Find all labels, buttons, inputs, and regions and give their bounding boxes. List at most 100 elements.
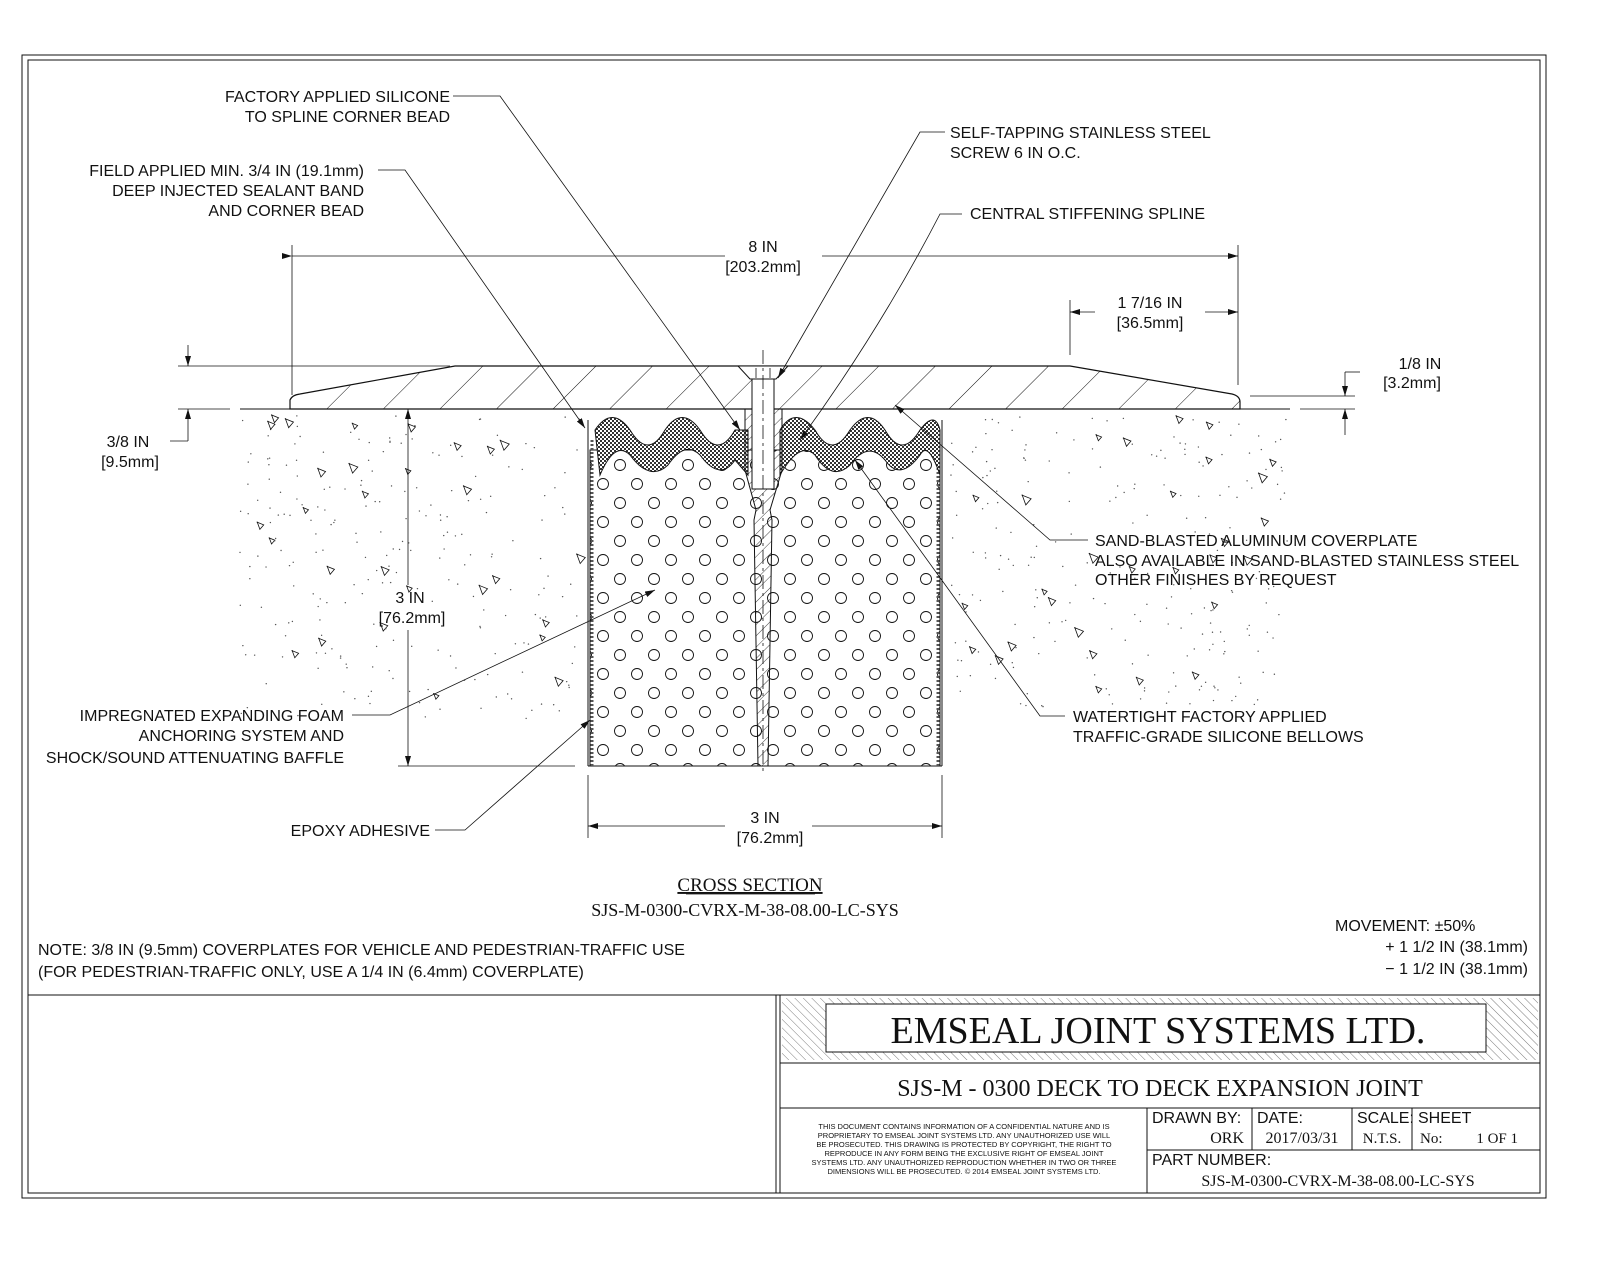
svg-text:THIS DOCUMENT CONTAINS INFORMA: THIS DOCUMENT CONTAINS INFORMATION OF A … (818, 1122, 1109, 1131)
callout-field-sealant: FIELD APPLIED MIN. 3/4 IN (19.1mm) DEEP … (89, 163, 586, 429)
title-block: EMSEAL JOINT SYSTEMS LTD. SJS-M - 0300 D… (780, 998, 1540, 1193)
movement-label: MOVEMENT: ±50% (1335, 918, 1475, 935)
section-title: CROSS SECTION (677, 875, 822, 896)
svg-text:[76.2mm]: [76.2mm] (737, 830, 804, 847)
svg-text:SCALE:: SCALE: (1357, 1110, 1414, 1127)
outer-border (21, 54, 1547, 1199)
aggregate-mark (1169, 490, 1177, 499)
svg-text:ORK: ORK (1210, 1130, 1244, 1147)
aggregate-mark (1088, 552, 1099, 565)
aggregate-mark (1041, 588, 1048, 596)
svg-text:TO SPLINE CORNER BEAD: TO SPLINE CORNER BEAD (245, 109, 450, 126)
aggregate-mark (961, 602, 969, 611)
svg-text:[9.5mm]: [9.5mm] (101, 454, 159, 471)
aggregate-mark (576, 553, 586, 565)
dimension-joint-width: 3 IN [76.2mm] (587, 775, 943, 847)
svg-text:3 IN: 3 IN (395, 590, 424, 607)
aggregate-mark (380, 566, 390, 577)
aggregate-mark (486, 445, 496, 455)
note-line-1: NOTE: 3/8 IN (9.5mm) COVERPLATES FOR VEH… (38, 942, 685, 959)
aggregate-mark (542, 619, 550, 628)
aggregate-mark (406, 585, 413, 593)
svg-text:AND CORNER BEAD: AND CORNER BEAD (208, 203, 364, 220)
svg-text:[203.2mm]: [203.2mm] (725, 259, 801, 276)
aggregate-mark (256, 521, 265, 531)
aggregate-mark (284, 418, 295, 429)
aggregate-mark (453, 442, 462, 452)
aggregate-mark (291, 650, 300, 659)
svg-text:1 OF 1: 1 OF 1 (1476, 1131, 1518, 1147)
svg-text:CENTRAL STIFFENING SPLINE: CENTRAL STIFFENING SPLINE (970, 206, 1205, 223)
aggregate-mark (351, 422, 359, 430)
dimension-plate-thickness: 3/8 IN [9.5mm] (101, 345, 450, 471)
dimension-taper: 1 7/16 IN [36.5mm] (1069, 295, 1238, 355)
stainless-screw (736, 350, 790, 775)
aggregate-mark (478, 584, 489, 596)
aggregate-mark (539, 634, 546, 642)
aggregate-mark (1175, 415, 1184, 425)
callout-epoxy: EPOXY ADHESIVE (291, 719, 591, 840)
aggregate-mark (1205, 456, 1213, 465)
aggregate-mark (1007, 641, 1017, 652)
aggregate-mark (348, 462, 359, 474)
aggregate-mark (318, 637, 327, 647)
svg-text:N.T.S.: N.T.S. (1363, 1131, 1401, 1147)
aggregate-mark (1095, 685, 1103, 694)
callout-coverplate: SAND-BLASTED ALUMINUM COVERPLATE ALSO AV… (894, 404, 1519, 589)
aggregate-mark (302, 507, 310, 515)
svg-text:ALSO AVAILABLE IN SAND-BLASTED: ALSO AVAILABLE IN SAND-BLASTED STAINLESS… (1095, 553, 1519, 570)
aggregate-mark (267, 420, 276, 431)
svg-text:2017/03/31: 2017/03/31 (1266, 1130, 1339, 1147)
aggregate-mark (1172, 566, 1180, 575)
aggregate-mark (1220, 537, 1230, 548)
concrete-substrate (239, 414, 1288, 720)
aggregate-mark (407, 423, 417, 433)
aggregate-mark (972, 494, 980, 503)
aggregate-mark (433, 692, 440, 701)
svg-text:3 IN: 3 IN (750, 810, 779, 827)
svg-text:DIMENSIONS WILL BE PROSECUTED.: DIMENSIONS WILL BE PROSECUTED. © 2014 EM… (827, 1167, 1100, 1176)
svg-text:3/8 IN: 3/8 IN (107, 434, 150, 451)
aggregate-mark (1191, 671, 1200, 681)
dimension-depth: 3 IN [76.2mm] (379, 409, 575, 767)
dimension-overall-width: 8 IN [203.2mm] (282, 239, 1239, 395)
aggregate-mark (361, 490, 370, 499)
svg-text:No:: No: (1420, 1131, 1443, 1147)
aggregate-mark (1209, 554, 1218, 564)
svg-text:SYSTEMS LTD. ANY UNAUTHORIZED: SYSTEMS LTD. ANY UNAUTHORIZED REPRODUCTI… (812, 1158, 1117, 1167)
callout-bellows: WATERTIGHT FACTORY APPLIED TRAFFIC-GRADE… (854, 459, 1364, 746)
aggregate-mark (326, 565, 336, 576)
note-line-2: (FOR PEDESTRIAN-TRAFFIC ONLY, USE A 1/4 … (38, 964, 584, 981)
svg-text:DEEP INJECTED SEALANT BAND: DEEP INJECTED SEALANT BAND (112, 183, 364, 200)
callout-screw: SELF-TAPPING STAINLESS STEEL SCREW 6 IN … (777, 125, 1211, 379)
svg-text:SHEET: SHEET (1418, 1110, 1472, 1127)
svg-text:SHOCK/SOUND ATTENUATING BAFFLE: SHOCK/SOUND ATTENUATING BAFFLE (46, 750, 344, 767)
svg-text:SAND-BLASTED ALUMINUM COVERPLA: SAND-BLASTED ALUMINUM COVERPLATE (1095, 533, 1417, 550)
svg-text:[36.5mm]: [36.5mm] (1117, 315, 1184, 332)
svg-text:FIELD APPLIED MIN. 3/4 IN (19.: FIELD APPLIED MIN. 3/4 IN (19.1mm) (89, 163, 364, 180)
callout-spline: CENTRAL STIFFENING SPLINE (799, 206, 1205, 441)
svg-text:TRAFFIC-GRADE SILICONE BELLOWS: TRAFFIC-GRADE SILICONE BELLOWS (1073, 729, 1364, 746)
aggregate-mark (1243, 555, 1253, 566)
callout-foam: IMPREGNATED EXPANDING FOAM ANCHORING SYS… (46, 589, 656, 767)
section-code: SJS-M-0300-CVRX-M-38-08.00-LC-SYS (591, 900, 899, 920)
silicone-bellows-right (779, 417, 941, 477)
central-stiffening-spline (744, 408, 783, 767)
svg-text:OTHER FINISHES BY REQUEST: OTHER FINISHES BY REQUEST (1095, 572, 1337, 589)
aggregate-mark (1211, 601, 1219, 610)
aggregate-mark (554, 676, 564, 687)
svg-text:DATE:: DATE: (1257, 1110, 1303, 1127)
company-name: EMSEAL JOINT SYSTEMS LTD. (891, 1010, 1426, 1052)
inner-border (27, 59, 1541, 1194)
aggregate-mark (1260, 517, 1270, 527)
svg-text:ANCHORING SYSTEM AND: ANCHORING SYSTEM AND (139, 728, 344, 745)
dimension-edge: 1/8 IN [3.2mm] (1250, 356, 1441, 435)
aggregate-mark (1074, 627, 1085, 639)
movement-plus: + 1 1/2 IN (38.1mm) (1385, 939, 1528, 956)
aggregate-mark (268, 537, 276, 545)
svg-text:FACTORY APPLIED SILICONE: FACTORY APPLIED SILICONE (225, 89, 450, 106)
aggregate-mark (1128, 565, 1136, 574)
callout-silicone-spline: FACTORY APPLIED SILICONE TO SPLINE CORNE… (225, 89, 741, 431)
svg-text:[76.2mm]: [76.2mm] (379, 610, 446, 627)
